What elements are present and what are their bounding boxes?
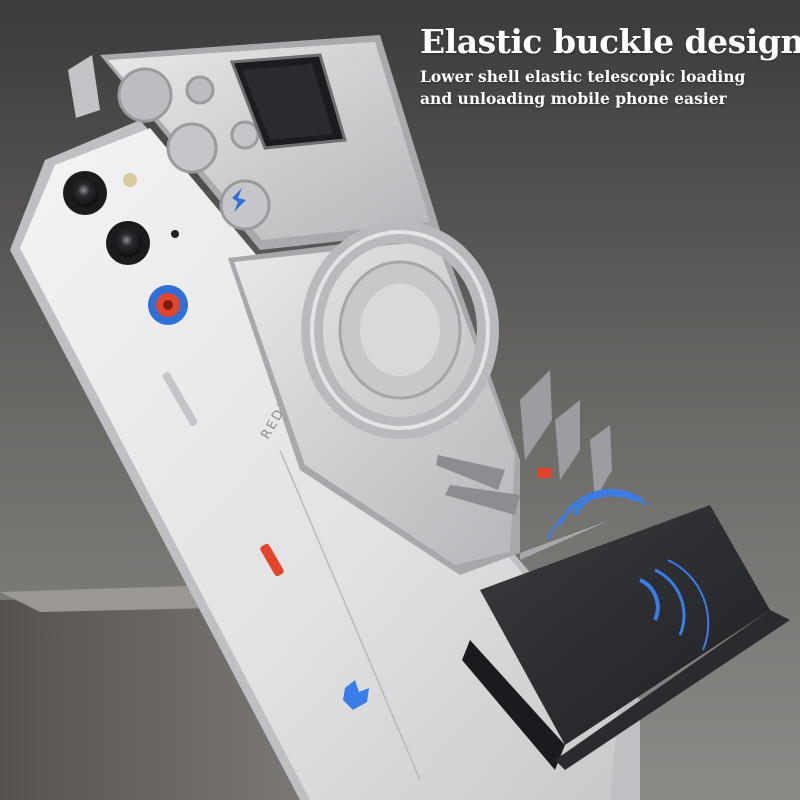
headline-block: Elastic buckle design Lower shell elasti… xyxy=(420,22,800,110)
clip-tab xyxy=(68,55,100,118)
headline-subtitle: Lower shell elastic telescopic loading a… xyxy=(420,66,790,110)
red-shoulder-key xyxy=(260,543,284,577)
case-main xyxy=(228,221,612,575)
flash xyxy=(123,173,137,187)
case-lower-shell xyxy=(462,489,790,770)
headline-subtitle-line2: and unloading mobile phone easier xyxy=(420,89,727,108)
headline-subtitle-line1: Lower shell elastic telescopic loading xyxy=(420,67,746,86)
case-top-cap xyxy=(68,35,440,250)
logo-icon xyxy=(343,680,369,710)
headline-title: Elastic buckle design xyxy=(420,22,800,61)
